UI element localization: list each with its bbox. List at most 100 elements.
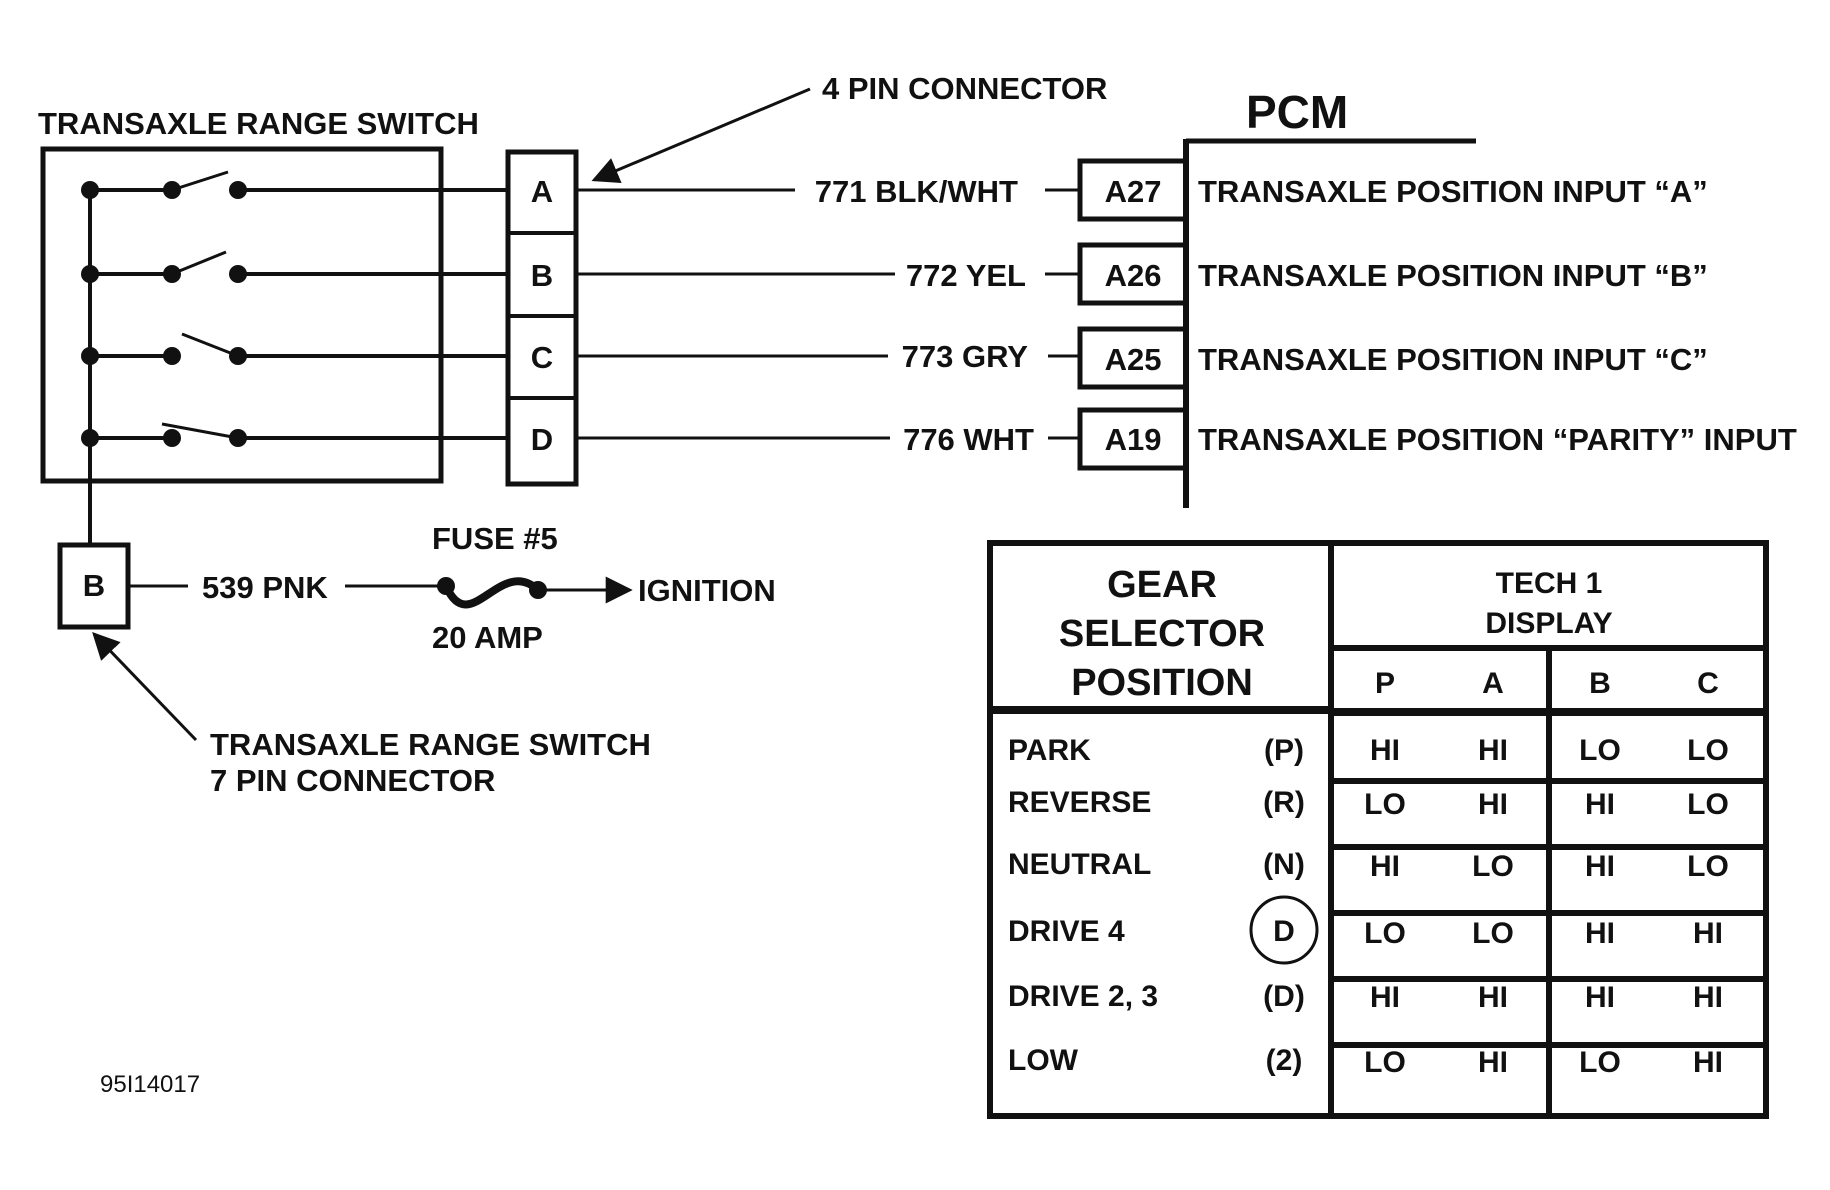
value-cell: LO <box>1687 788 1729 821</box>
gear-symbol: (P) <box>1264 734 1304 767</box>
value-cell: HI <box>1585 850 1615 883</box>
table-row: PARK (P) HI HI LO LO <box>1008 734 1729 767</box>
column-header-a: A <box>1482 667 1504 700</box>
value-cell: HI <box>1370 734 1400 767</box>
table-row: DRIVE 4 D LO LO HI HI <box>1008 895 1723 965</box>
connector-7pin-label-line2: 7 PIN CONNECTOR <box>210 763 495 798</box>
value-cell: HI <box>1585 981 1615 1014</box>
value-cell: HI <box>1478 981 1508 1014</box>
fuse-label: FUSE #5 <box>432 521 558 556</box>
column-header-p: P <box>1375 667 1395 700</box>
value-cell: HI <box>1585 788 1615 821</box>
wire-row-d: 776 WHT <box>576 422 1080 457</box>
wire-label-771: 771 BLK/WHT <box>815 174 1018 209</box>
pcm-terminal-a25: A25 <box>1077 326 1189 390</box>
switch-row-b <box>81 250 508 283</box>
gear-header-line2: SELECTOR <box>1059 613 1265 655</box>
pcm-title: PCM <box>1246 86 1348 138</box>
value-cell: LO <box>1364 788 1406 821</box>
gear-symbol: (R) <box>1263 786 1305 819</box>
value-cell: LO <box>1472 917 1514 950</box>
gear-symbol: (D) <box>1263 980 1305 1013</box>
feed-wire-label: 539 PNK <box>202 570 328 605</box>
gear-name: NEUTRAL <box>1008 848 1151 881</box>
gear-name: DRIVE 4 <box>1008 915 1125 948</box>
pcm-input-a-label: TRANSAXLE POSITION INPUT “A” <box>1198 174 1708 209</box>
svg-text:A25: A25 <box>1105 342 1162 377</box>
fuse-rating: 20 AMP <box>432 620 543 655</box>
wire-label-772: 772 YEL <box>906 258 1026 293</box>
connector-4pin-arrow <box>591 87 811 184</box>
value-cell: LO <box>1687 850 1729 883</box>
connector-7pin-label-line1: TRANSAXLE RANGE SWITCH <box>210 727 651 762</box>
fuse-icon <box>437 577 547 609</box>
value-cell: HI <box>1478 1046 1508 1079</box>
pin-d: D <box>531 422 553 457</box>
range-switch-box <box>40 146 444 484</box>
switch-row-d <box>81 422 508 447</box>
connector-7pin: B <box>57 542 131 630</box>
gear-header-line1: GEAR <box>1107 564 1217 606</box>
table-row: NEUTRAL (N) HI LO HI LO <box>1008 848 1729 883</box>
value-cell: LO <box>1364 917 1406 950</box>
gear-symbol: (2) <box>1266 1044 1303 1077</box>
gear-header-line3: POSITION <box>1071 662 1253 704</box>
gear-name: DRIVE 2, 3 <box>1008 980 1158 1013</box>
column-header-b: B <box>1589 667 1611 700</box>
value-cell: HI <box>1693 917 1723 950</box>
pin-b: B <box>531 258 553 293</box>
figure-id: 95I14017 <box>100 1071 200 1098</box>
column-header-c: C <box>1697 667 1719 700</box>
value-cell: HI <box>1370 981 1400 1014</box>
pin-c: C <box>531 340 553 375</box>
svg-text:A26: A26 <box>1105 258 1162 293</box>
gear-name: LOW <box>1008 1044 1079 1077</box>
circled-symbol-ring <box>1249 895 1319 965</box>
table-row: REVERSE (R) LO HI HI LO <box>1008 786 1729 821</box>
switch-row-c <box>81 332 508 365</box>
connector-7pin-arrow <box>92 632 198 742</box>
wire-row-a: 771 BLK/WHT <box>576 174 1080 209</box>
wire-label-773: 773 GRY <box>902 339 1029 374</box>
value-cell: LO <box>1364 1046 1406 1079</box>
connector-4pin: A B C D <box>505 149 579 487</box>
value-cell: HI <box>1585 917 1615 950</box>
gear-name: PARK <box>1008 734 1091 767</box>
wire-row-c: 773 GRY <box>576 339 1080 374</box>
value-cell: LO <box>1579 734 1621 767</box>
value-cell: LO <box>1579 1046 1621 1079</box>
value-cell: HI <box>1478 788 1508 821</box>
value-cell: HI <box>1693 1046 1723 1079</box>
pcm-input-c-label: TRANSAXLE POSITION INPUT “C” <box>1198 342 1708 377</box>
table-row: LOW (2) LO HI LO HI <box>1008 1044 1723 1079</box>
pcm-terminal-a26: A26 <box>1077 242 1189 306</box>
connector-4pin-label: 4 PIN CONNECTOR <box>822 71 1107 106</box>
wire-label-776: 776 WHT <box>903 422 1034 457</box>
pcm-terminal-a19: A19 <box>1077 407 1189 471</box>
pcm-input-b-label: TRANSAXLE POSITION INPUT “B” <box>1198 258 1708 293</box>
svg-text:B: B <box>83 568 105 603</box>
gear-symbol: (N) <box>1263 848 1305 881</box>
pin-a: A <box>531 174 553 209</box>
switch-title: TRANSAXLE RANGE SWITCH <box>38 106 479 141</box>
wire-row-b: 772 YEL <box>576 258 1080 293</box>
ignition-label: IGNITION <box>638 573 776 608</box>
value-cell: HI <box>1370 850 1400 883</box>
value-cell: HI <box>1478 734 1508 767</box>
tech1-header-line1: TECH 1 <box>1496 567 1603 600</box>
value-cell: LO <box>1687 734 1729 767</box>
truth-table <box>987 540 1769 1119</box>
pcm-terminal-a27: A27 <box>1077 158 1189 222</box>
switch-row-a <box>81 170 508 199</box>
svg-text:A27: A27 <box>1105 174 1162 209</box>
tech1-header-line2: DISPLAY <box>1485 607 1612 640</box>
pcm-parity-label: TRANSAXLE POSITION “PARITY” INPUT <box>1198 422 1797 457</box>
value-cell: HI <box>1693 981 1723 1014</box>
gear-name: REVERSE <box>1008 786 1151 819</box>
svg-text:A19: A19 <box>1105 422 1162 457</box>
table-row: DRIVE 2, 3 (D) HI HI HI HI <box>1008 980 1723 1014</box>
gear-symbol: D <box>1273 915 1295 948</box>
value-cell: LO <box>1472 850 1514 883</box>
